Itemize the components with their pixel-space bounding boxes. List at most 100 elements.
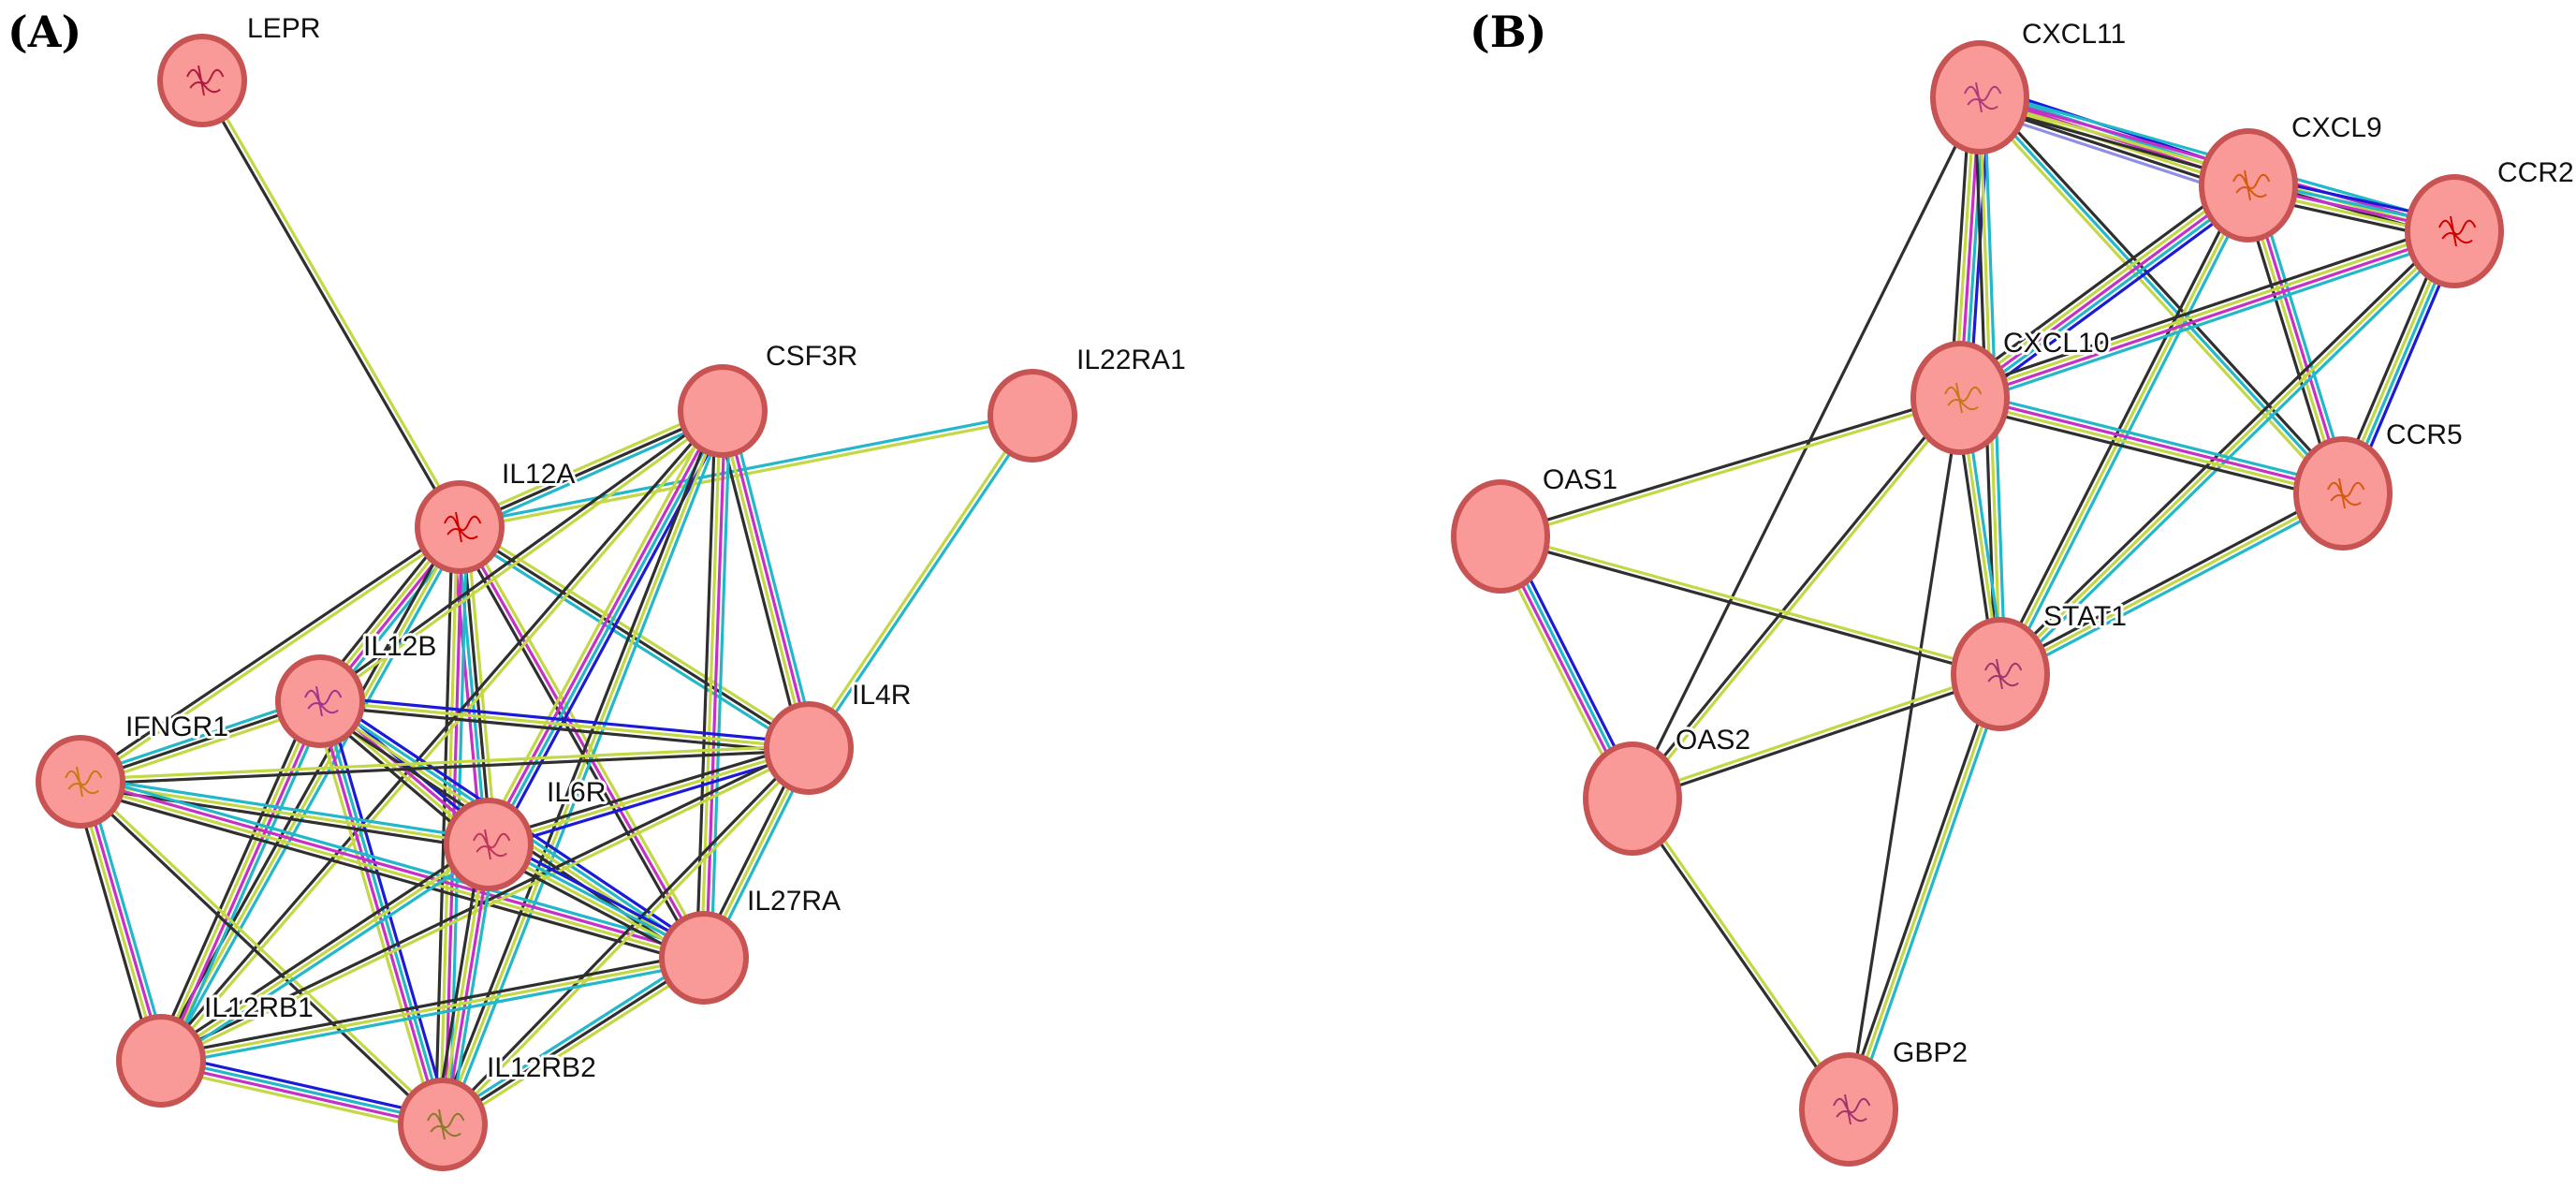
edge-il12a-csf3r [456, 404, 726, 534]
node-label-il6r: IL6R [547, 777, 606, 808]
edge-line-homo [161, 1051, 446, 1120]
edge-csf3r-il12rb1 [157, 407, 726, 1064]
node-oas1[interactable]: OAS1 [1451, 462, 1620, 594]
edge-line-exp [80, 777, 707, 958]
node-circle[interactable] [1451, 479, 1550, 594]
edge-line-text [318, 699, 811, 750]
edge-il12b-il4r [317, 695, 812, 755]
edge-il22ra1-il4r [805, 412, 1036, 752]
edge-line-text [699, 409, 723, 960]
node-cxcl10[interactable]: CXCL10 [1910, 325, 2112, 455]
edge-line-text [1955, 180, 2247, 396]
edge-ccr2-stat1 [1995, 226, 2460, 680]
node-label-il12b: IL12B [363, 631, 436, 662]
edge-lepr-il12a [198, 78, 463, 530]
edge-line-text [319, 411, 726, 705]
node-circle[interactable] [116, 1014, 206, 1108]
protein-structure-icon [2327, 477, 2365, 509]
node-label-stat1: STAT1 [2043, 601, 2127, 632]
node-label-ccr5: CCR5 [2386, 419, 2463, 450]
edge-line-coexp [458, 409, 724, 529]
panel-b-nodes: CXCL11CXCL9CCR2CXCL10CCR5OAS1STAT1OAS2GB… [1451, 16, 2576, 1167]
edge-cxcl10-oas1 [1498, 393, 1963, 541]
node-label-cxcl10: CXCL10 [2003, 328, 2109, 359]
node-cxcl9[interactable]: CXCL9 [2199, 110, 2385, 242]
edge-line-exp [1959, 393, 2346, 493]
edge-line-text [443, 748, 812, 1128]
edge-line-db [85, 778, 170, 1061]
protein-structure-icon [444, 511, 482, 543]
edge-line-coexp [1632, 674, 2003, 803]
edge-line-text [805, 412, 1032, 749]
edge-line-coexp [441, 956, 706, 1126]
edge-line-coexp [1956, 404, 2343, 503]
node-il12rb1[interactable]: IL12RB1 [116, 990, 316, 1108]
node-il12b[interactable]: IL12B [275, 628, 439, 748]
edge-line-text [487, 746, 811, 846]
edge-line-coexp [156, 839, 488, 1059]
edge-line-db [1961, 187, 2253, 404]
node-circle[interactable] [659, 911, 749, 1005]
protein-structure-icon [65, 766, 103, 798]
node-csf3r[interactable]: CSF3R [678, 338, 860, 458]
edge-line-coexp [433, 842, 483, 1125]
node-stat1[interactable]: STAT1 [1951, 598, 2130, 731]
node-label-il4r: IL4R [852, 680, 911, 711]
node-ccr2[interactable]: CCR2 [2405, 154, 2576, 288]
node-label-il12a: IL12A [502, 459, 575, 490]
edge-line-text [1632, 795, 1852, 1110]
node-il22ra1[interactable]: IL22RA1 [988, 342, 1189, 462]
edge-line-coexp [713, 411, 804, 752]
node-gbp2[interactable]: GBP2 [1799, 1035, 1970, 1167]
node-label-lepr: LEPR [247, 13, 320, 44]
edge-line-coexp [1982, 92, 2349, 492]
edge-line-text [1957, 398, 2344, 498]
edge-cxcl10-gbp2 [1847, 396, 1962, 1111]
edge-line-exp [158, 1061, 444, 1129]
edge-line-text [1998, 492, 2345, 676]
edge-line-db [80, 772, 708, 953]
edge-il4r-il6r [485, 741, 812, 851]
node-circle[interactable] [988, 369, 1077, 462]
edge-line-coexp [153, 697, 315, 1060]
node-il4r[interactable]: IL4R [764, 677, 914, 795]
edge-line-exp [1958, 183, 2250, 400]
node-label-ifngr1: IFNGR1 [125, 712, 228, 742]
protein-structure-icon [186, 65, 225, 96]
edge-line-coexp [316, 407, 724, 701]
panel-b-network: CXCL11CXCL9CCR2CXCL10CCR5OAS1STAT1OAS2GB… [1451, 7, 2576, 1167]
edge-line-text [1998, 229, 2456, 676]
node-lepr[interactable]: LEPR [157, 10, 323, 127]
edge-line-text [159, 525, 461, 1063]
edge-line-coexp [485, 741, 810, 842]
edge-line-homo [1964, 191, 2256, 407]
node-circle[interactable] [764, 701, 854, 795]
edge-line-text [1998, 183, 2250, 676]
edge-ifngr1-il12rb1 [71, 778, 170, 1064]
node-il6r[interactable]: IL6R [444, 774, 608, 891]
edge-line-coexp [1955, 223, 2454, 393]
edge-line-coexp [79, 748, 811, 786]
node-cxcl11[interactable]: CXCL11 [1930, 16, 2129, 154]
node-circle[interactable] [678, 364, 768, 458]
node-circle[interactable] [1583, 741, 1682, 856]
node-il12a[interactable]: IL12A [415, 456, 578, 574]
edge-line-text [157, 1065, 443, 1134]
node-il27ra[interactable]: IL27RA [659, 883, 843, 1005]
edge-line-db [166, 702, 329, 1065]
edge-ccr2-cxcl10 [1955, 223, 2459, 406]
node-ccr5[interactable]: CCR5 [2293, 417, 2466, 550]
edge-line-coexp [1995, 226, 2452, 672]
edge-line-db [809, 415, 1036, 752]
protein-structure-icon [2232, 169, 2271, 201]
edge-il12b-il12rb1 [153, 697, 329, 1065]
node-oas2[interactable]: OAS2 [1583, 722, 1753, 856]
edge-il12a-il27ra [453, 522, 710, 962]
node-il12rb2[interactable]: IL12RB2 [398, 1050, 599, 1171]
node-ifngr1[interactable]: IFNGR1 [36, 709, 231, 829]
panel-a-label: (A) [7, 7, 81, 57]
edge-line-coexp [439, 744, 809, 1124]
edge-line-text [80, 527, 462, 785]
